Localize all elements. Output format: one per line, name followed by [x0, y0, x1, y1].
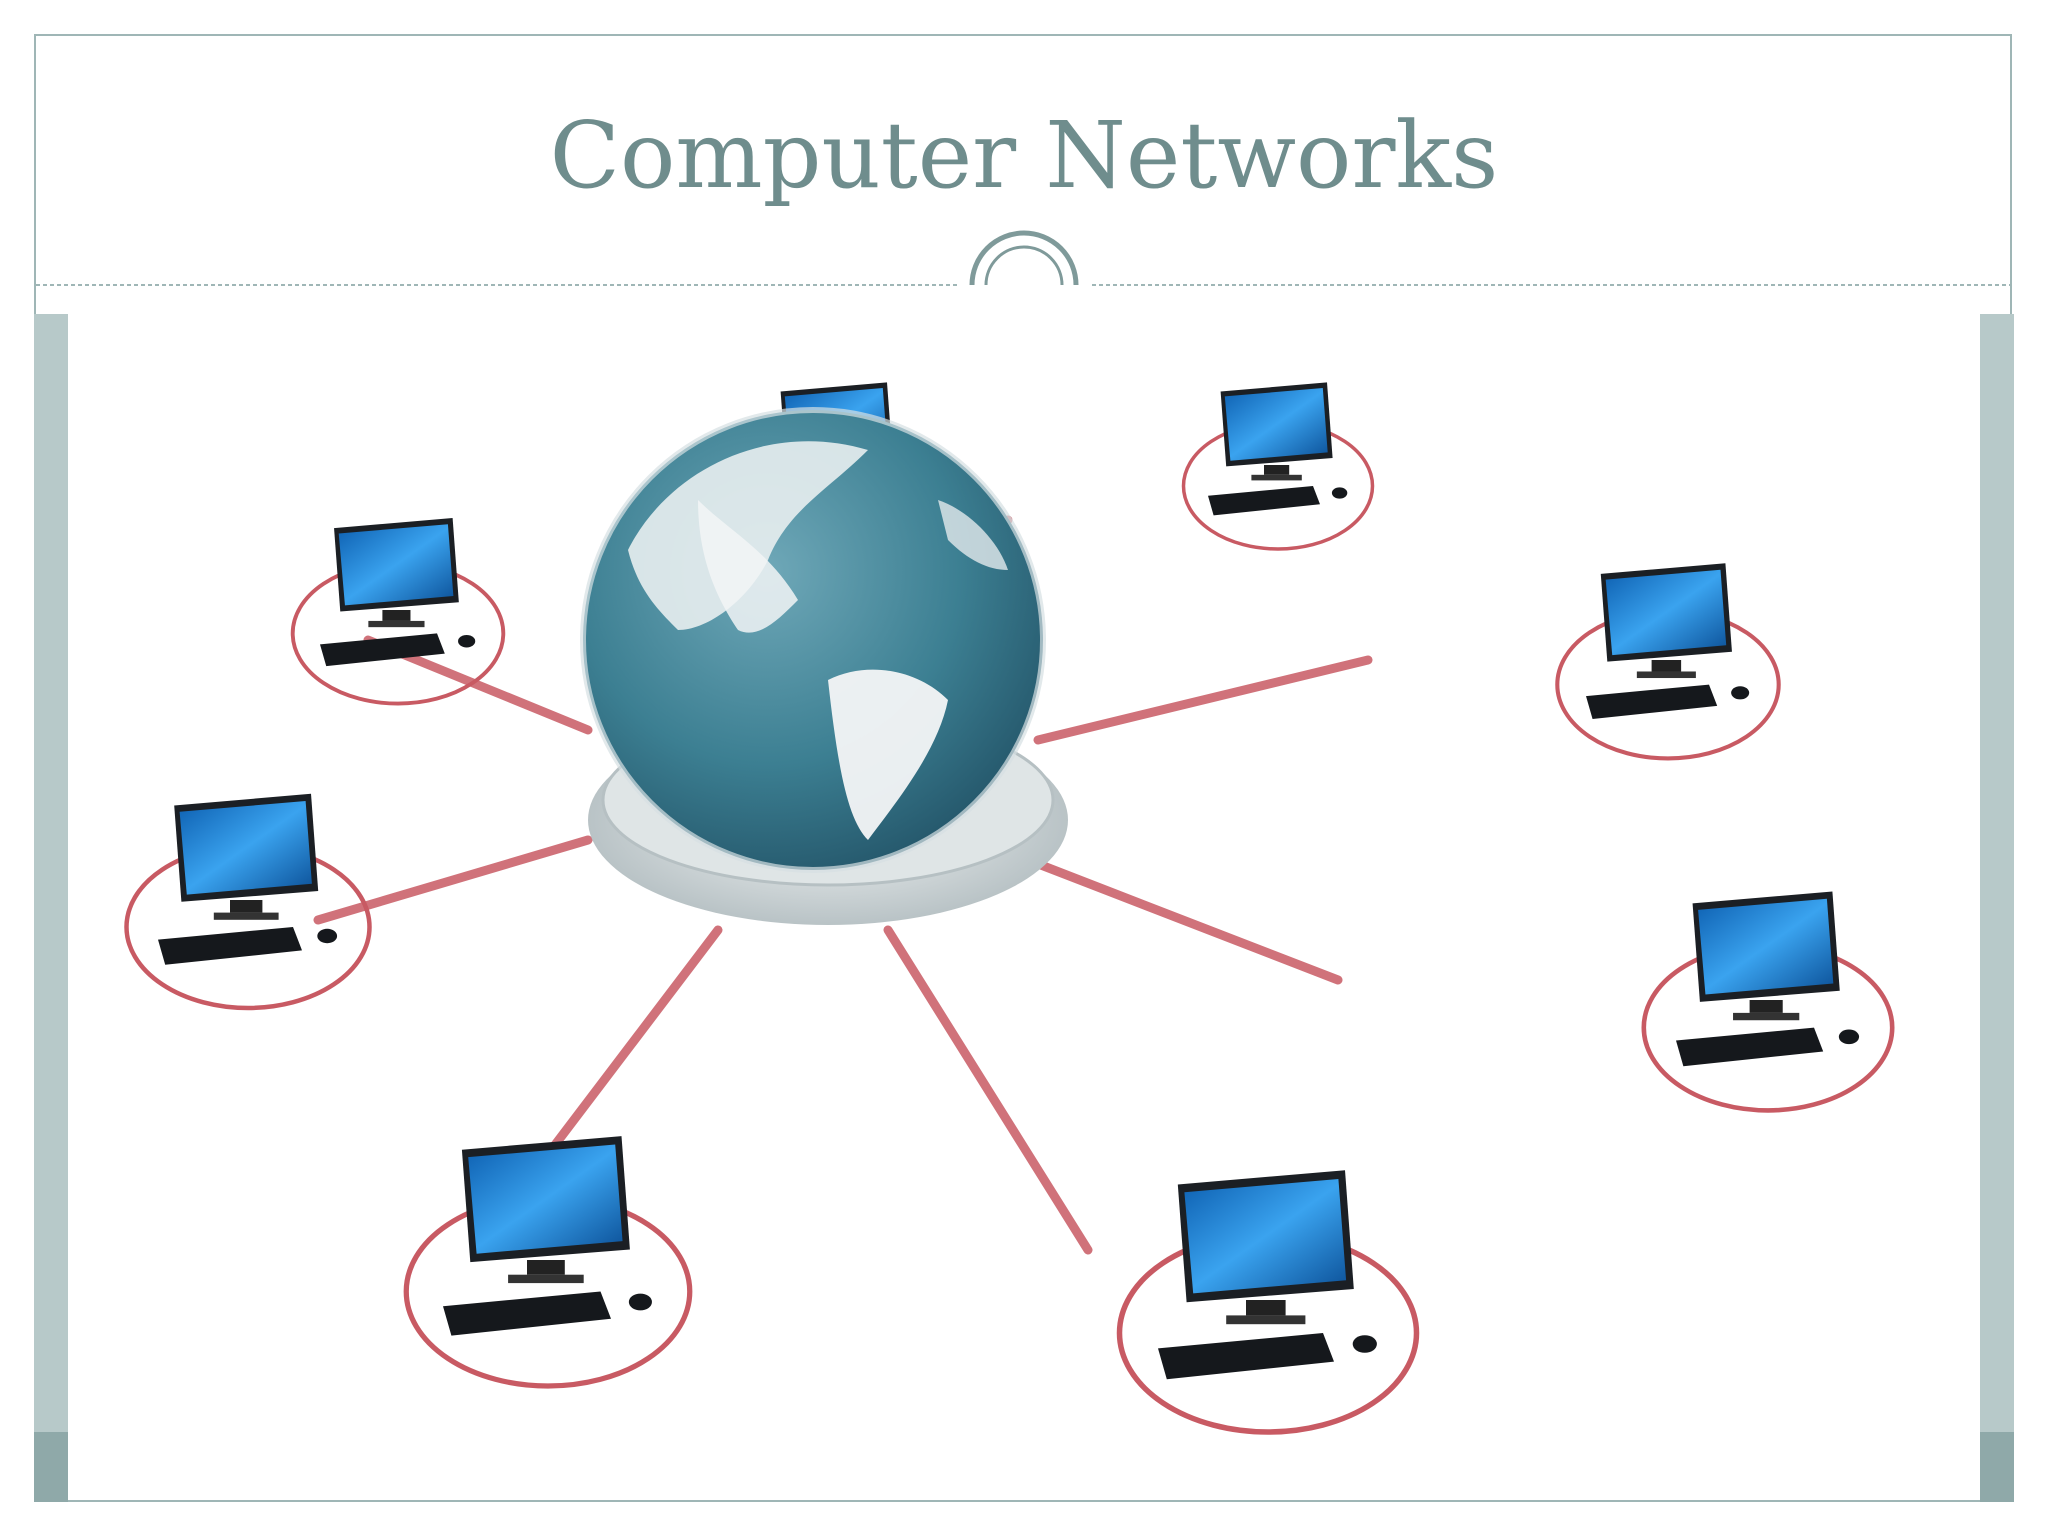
globe-icon — [580, 407, 1068, 925]
computer-left-upper — [127, 794, 370, 1008]
computer-top-right — [1181, 380, 1375, 551]
left-accent-bar — [34, 314, 68, 1432]
divider-arc-outer — [969, 230, 1079, 286]
computer-left-lower — [406, 1136, 690, 1386]
divider-arc-inner — [984, 245, 1064, 286]
computer-right-lower — [1644, 891, 1892, 1110]
slide-title: Computer Networks — [549, 102, 1499, 209]
right-accent-bar — [1980, 314, 2014, 1432]
right-accent-bar-base — [1980, 1432, 2014, 1502]
title-divider — [36, 230, 2012, 286]
left-accent-bar-base — [34, 1432, 68, 1502]
computer-top-left — [290, 516, 506, 706]
computer-right-upper — [1557, 563, 1778, 758]
computer-bottom-right — [1120, 1170, 1417, 1432]
network-diagram — [68, 380, 1980, 1500]
